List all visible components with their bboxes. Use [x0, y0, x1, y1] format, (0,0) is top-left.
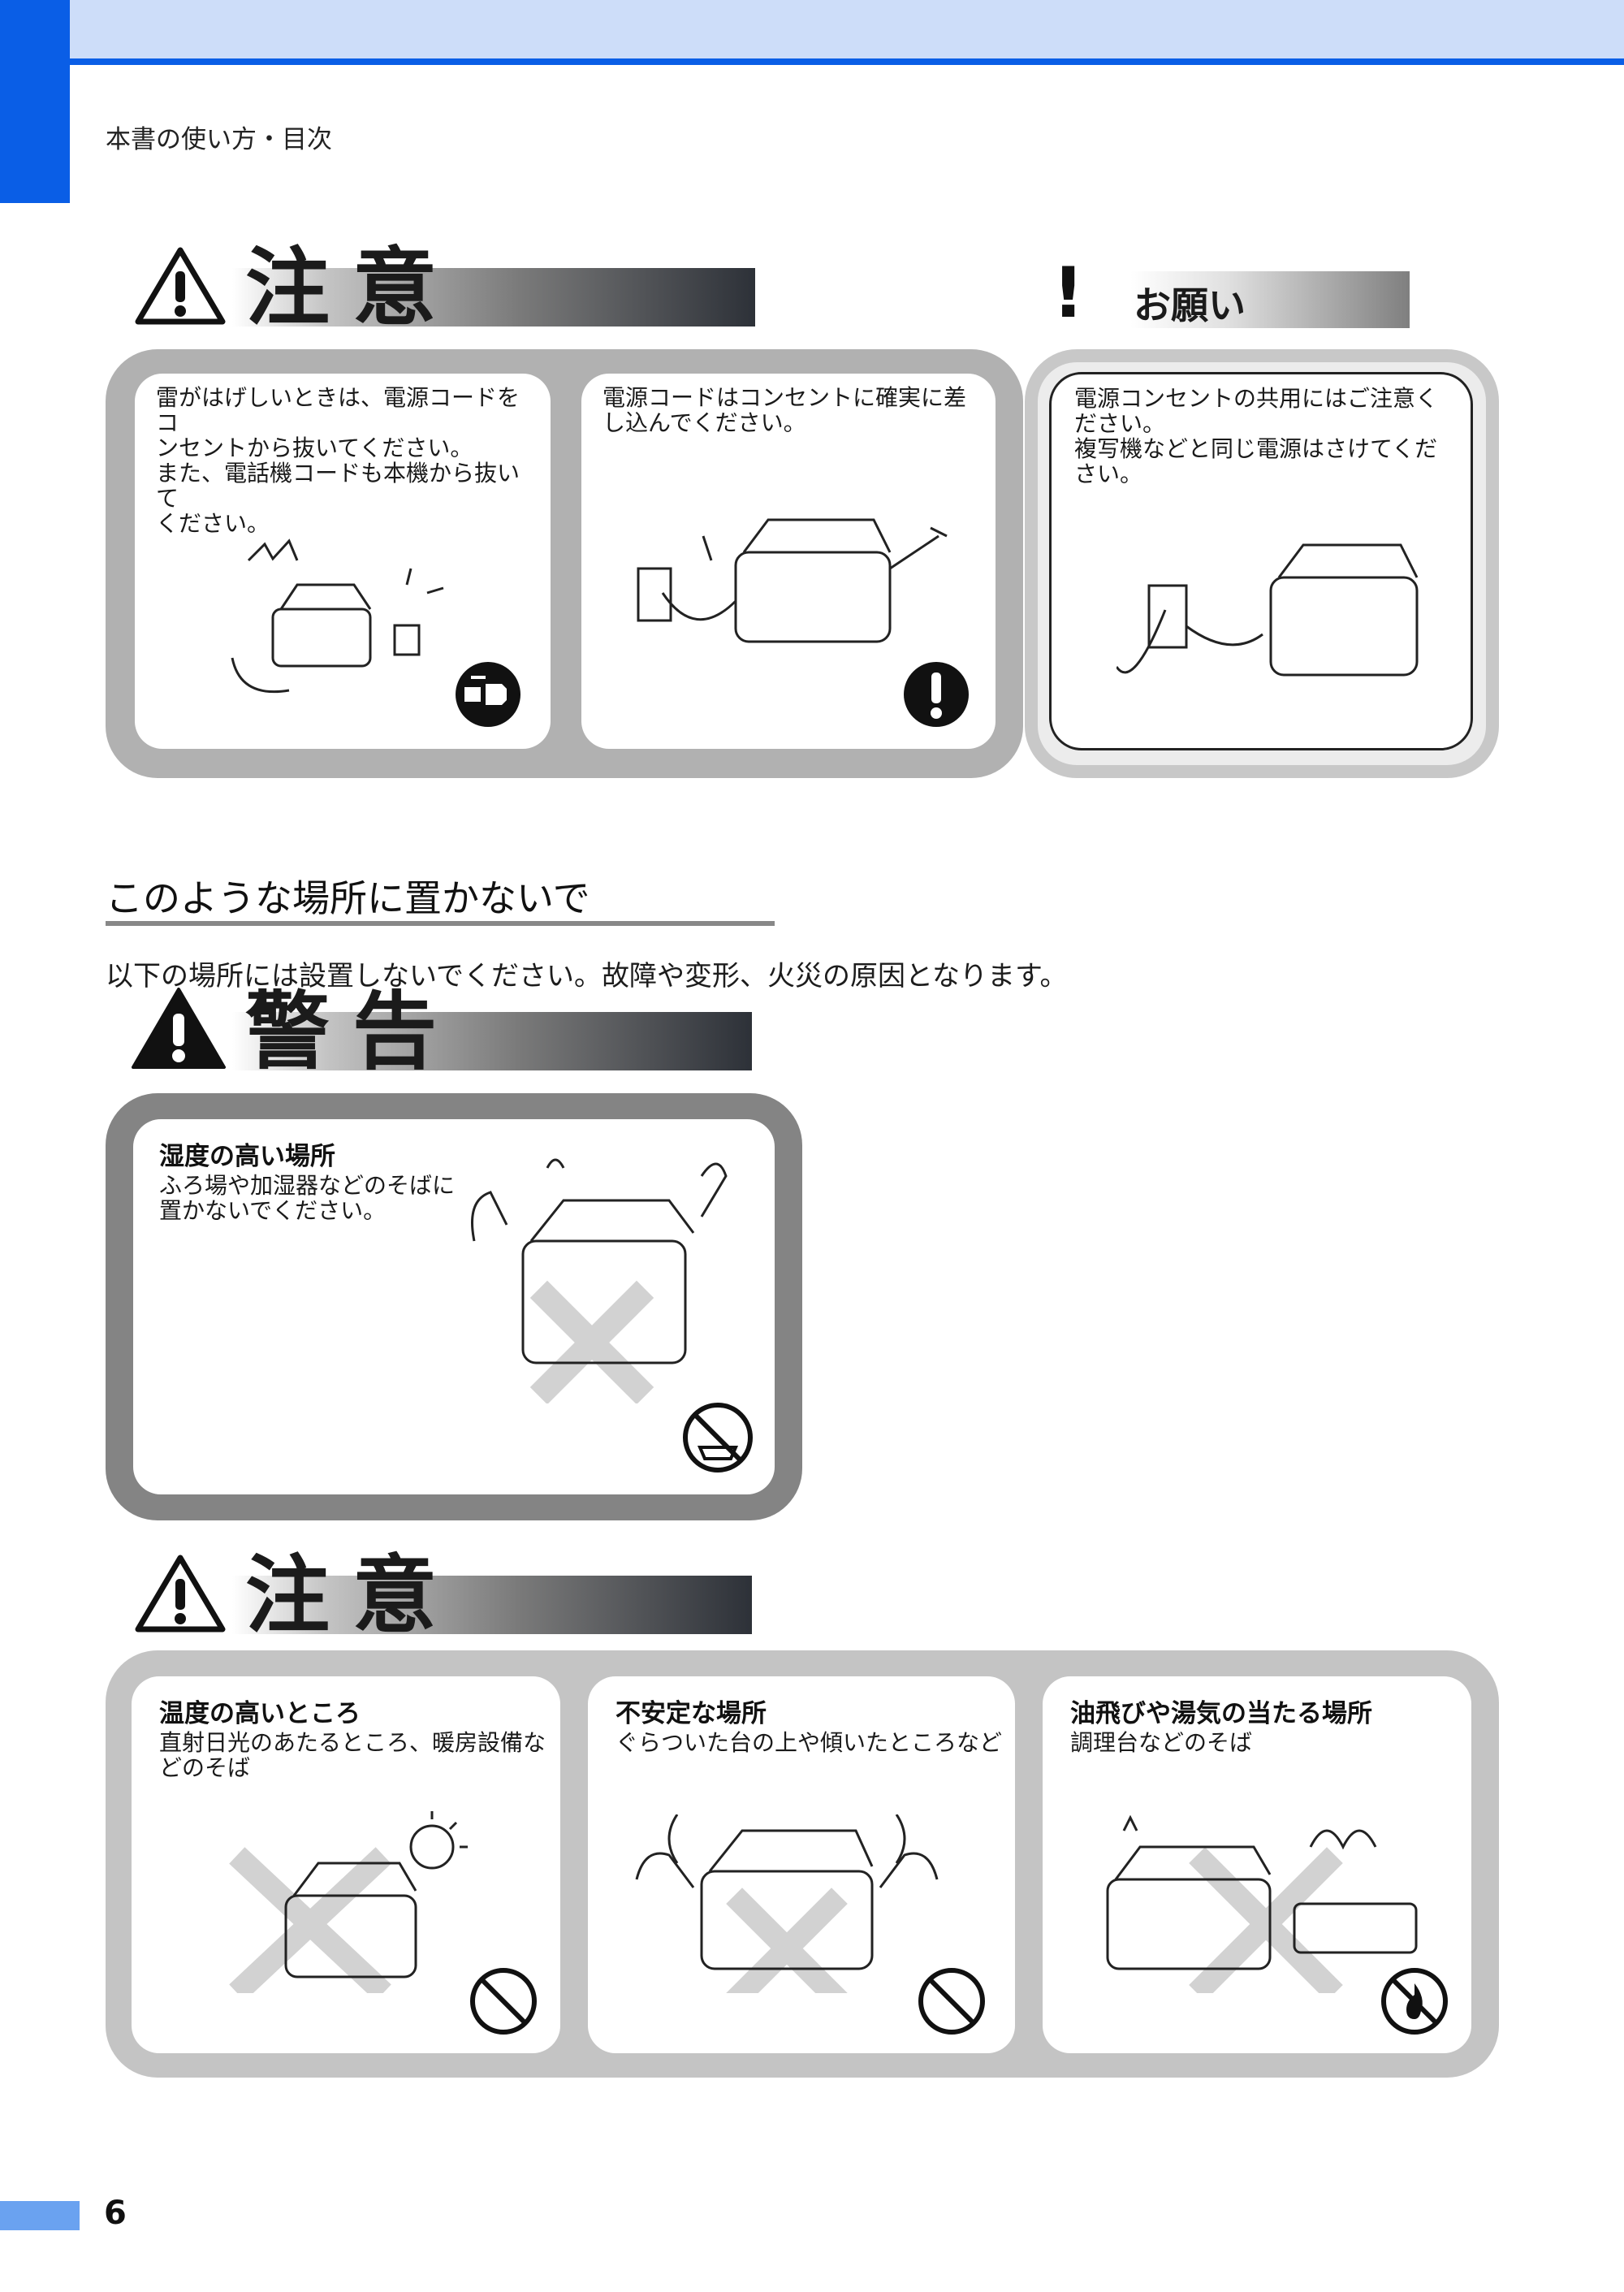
- fax-shared-outlet-illustration: [1116, 543, 1419, 677]
- prohibited-icon-2: [918, 1968, 985, 2035]
- chapter-tab: [0, 0, 70, 203]
- section-title: このような場所に置かないで: [106, 876, 590, 920]
- caution-triangle-icon-2: [135, 1555, 226, 1633]
- fax-heat-illustration: [229, 1811, 468, 1993]
- caution-heading-bar-2: [232, 1576, 752, 1634]
- caution-triangle-icon: [135, 247, 226, 325]
- no-fire-icon: [1381, 1968, 1448, 2035]
- caution-card-thunder-text: 雷がはげしいときは、電源コードをコ ンセントから抜いてください。 また、電話機コ…: [156, 384, 520, 537]
- caution-card-unstable-title: 不安定な場所: [615, 1699, 767, 1728]
- section-intro: 以下の場所には設置しないでください。故障や変形、火災の原因となります。: [106, 960, 1068, 992]
- caution-heading-bar: [232, 268, 755, 327]
- caution-card-unstable-text: ぐらついた台の上や傾いたところなど: [615, 1729, 1003, 1756]
- warning-card-text: ふろ場や加湿器などのそばに 置かないでください。: [159, 1172, 456, 1224]
- page-number: 6: [104, 2195, 127, 2232]
- caution-card-unstable: 不安定な場所 ぐらついた台の上や傾いたところなど: [588, 1676, 1015, 2053]
- caution-card-heat: 温度の高いところ 直射日光のあたるところ、暖房設備な どのそば: [132, 1676, 560, 2053]
- unplug-icon: [456, 662, 520, 727]
- fax-unstable-illustration: [635, 1814, 939, 1993]
- prohibited-icon: [470, 1968, 537, 2035]
- caution-card-oil: 油飛びや湯気の当たる場所 調理台などのそば: [1043, 1676, 1471, 2053]
- caution-card-oil-text: 調理台などのそば: [1070, 1729, 1253, 1756]
- warning-heading-label: 警告: [245, 982, 460, 1081]
- section-rule: [106, 921, 775, 926]
- caution-heading-label: 注意: [245, 238, 460, 337]
- caution-heading-label-2: 注意: [245, 1546, 460, 1645]
- fax-thunder-illustration: [231, 538, 444, 694]
- caution-card-plug: 電源コードはコンセントに確実に差 し込んでください。: [581, 374, 996, 749]
- warning-heading-bar: [232, 1012, 752, 1070]
- fax-humidity-illustration: [471, 1158, 728, 1403]
- onegai-heading-bar: [1130, 271, 1410, 328]
- warning-card-title: 湿度の高い場所: [159, 1142, 335, 1171]
- header-band: [0, 0, 1624, 58]
- warning-card-humidity: 湿度の高い場所 ふろ場や加湿器などのそばに 置かないでください。: [133, 1119, 775, 1494]
- onegai-heading-label: お願い: [1134, 283, 1246, 327]
- caution-card-thunder: 雷がはげしいときは、電源コードをコ ンセントから抜いてください。 また、電話機コ…: [135, 374, 551, 749]
- fax-oil-illustration: [1106, 1814, 1418, 1993]
- header-rule: [0, 58, 1624, 65]
- breadcrumb: 本書の使い方・目次: [106, 125, 332, 154]
- caution-card-heat-title: 温度の高いところ: [159, 1699, 361, 1728]
- exclamation-icon: !: [1052, 253, 1085, 334]
- warning-triangle-icon: [132, 988, 226, 1069]
- caution-card-plug-text: 電源コードはコンセントに確実に差 し込んでください。: [603, 384, 967, 436]
- onegai-card: 電源コンセントの共用にはご注意く ださい。 複写機などと同じ電源はさけてくだ さ…: [1049, 372, 1473, 750]
- caution-card-heat-text: 直射日光のあたるところ、暖房設備な どのそば: [159, 1729, 546, 1781]
- onegai-card-text: 電源コンセントの共用にはご注意く ださい。 複写機などと同じ電源はさけてくだ さ…: [1074, 385, 1439, 487]
- no-bath-icon: [683, 1403, 753, 1473]
- fax-plug-illustration: [637, 518, 948, 643]
- caution-card-oil-title: 油飛びや湯気の当たる場所: [1070, 1699, 1372, 1728]
- page-tab: [0, 2201, 80, 2230]
- mandatory-icon: [904, 662, 969, 727]
